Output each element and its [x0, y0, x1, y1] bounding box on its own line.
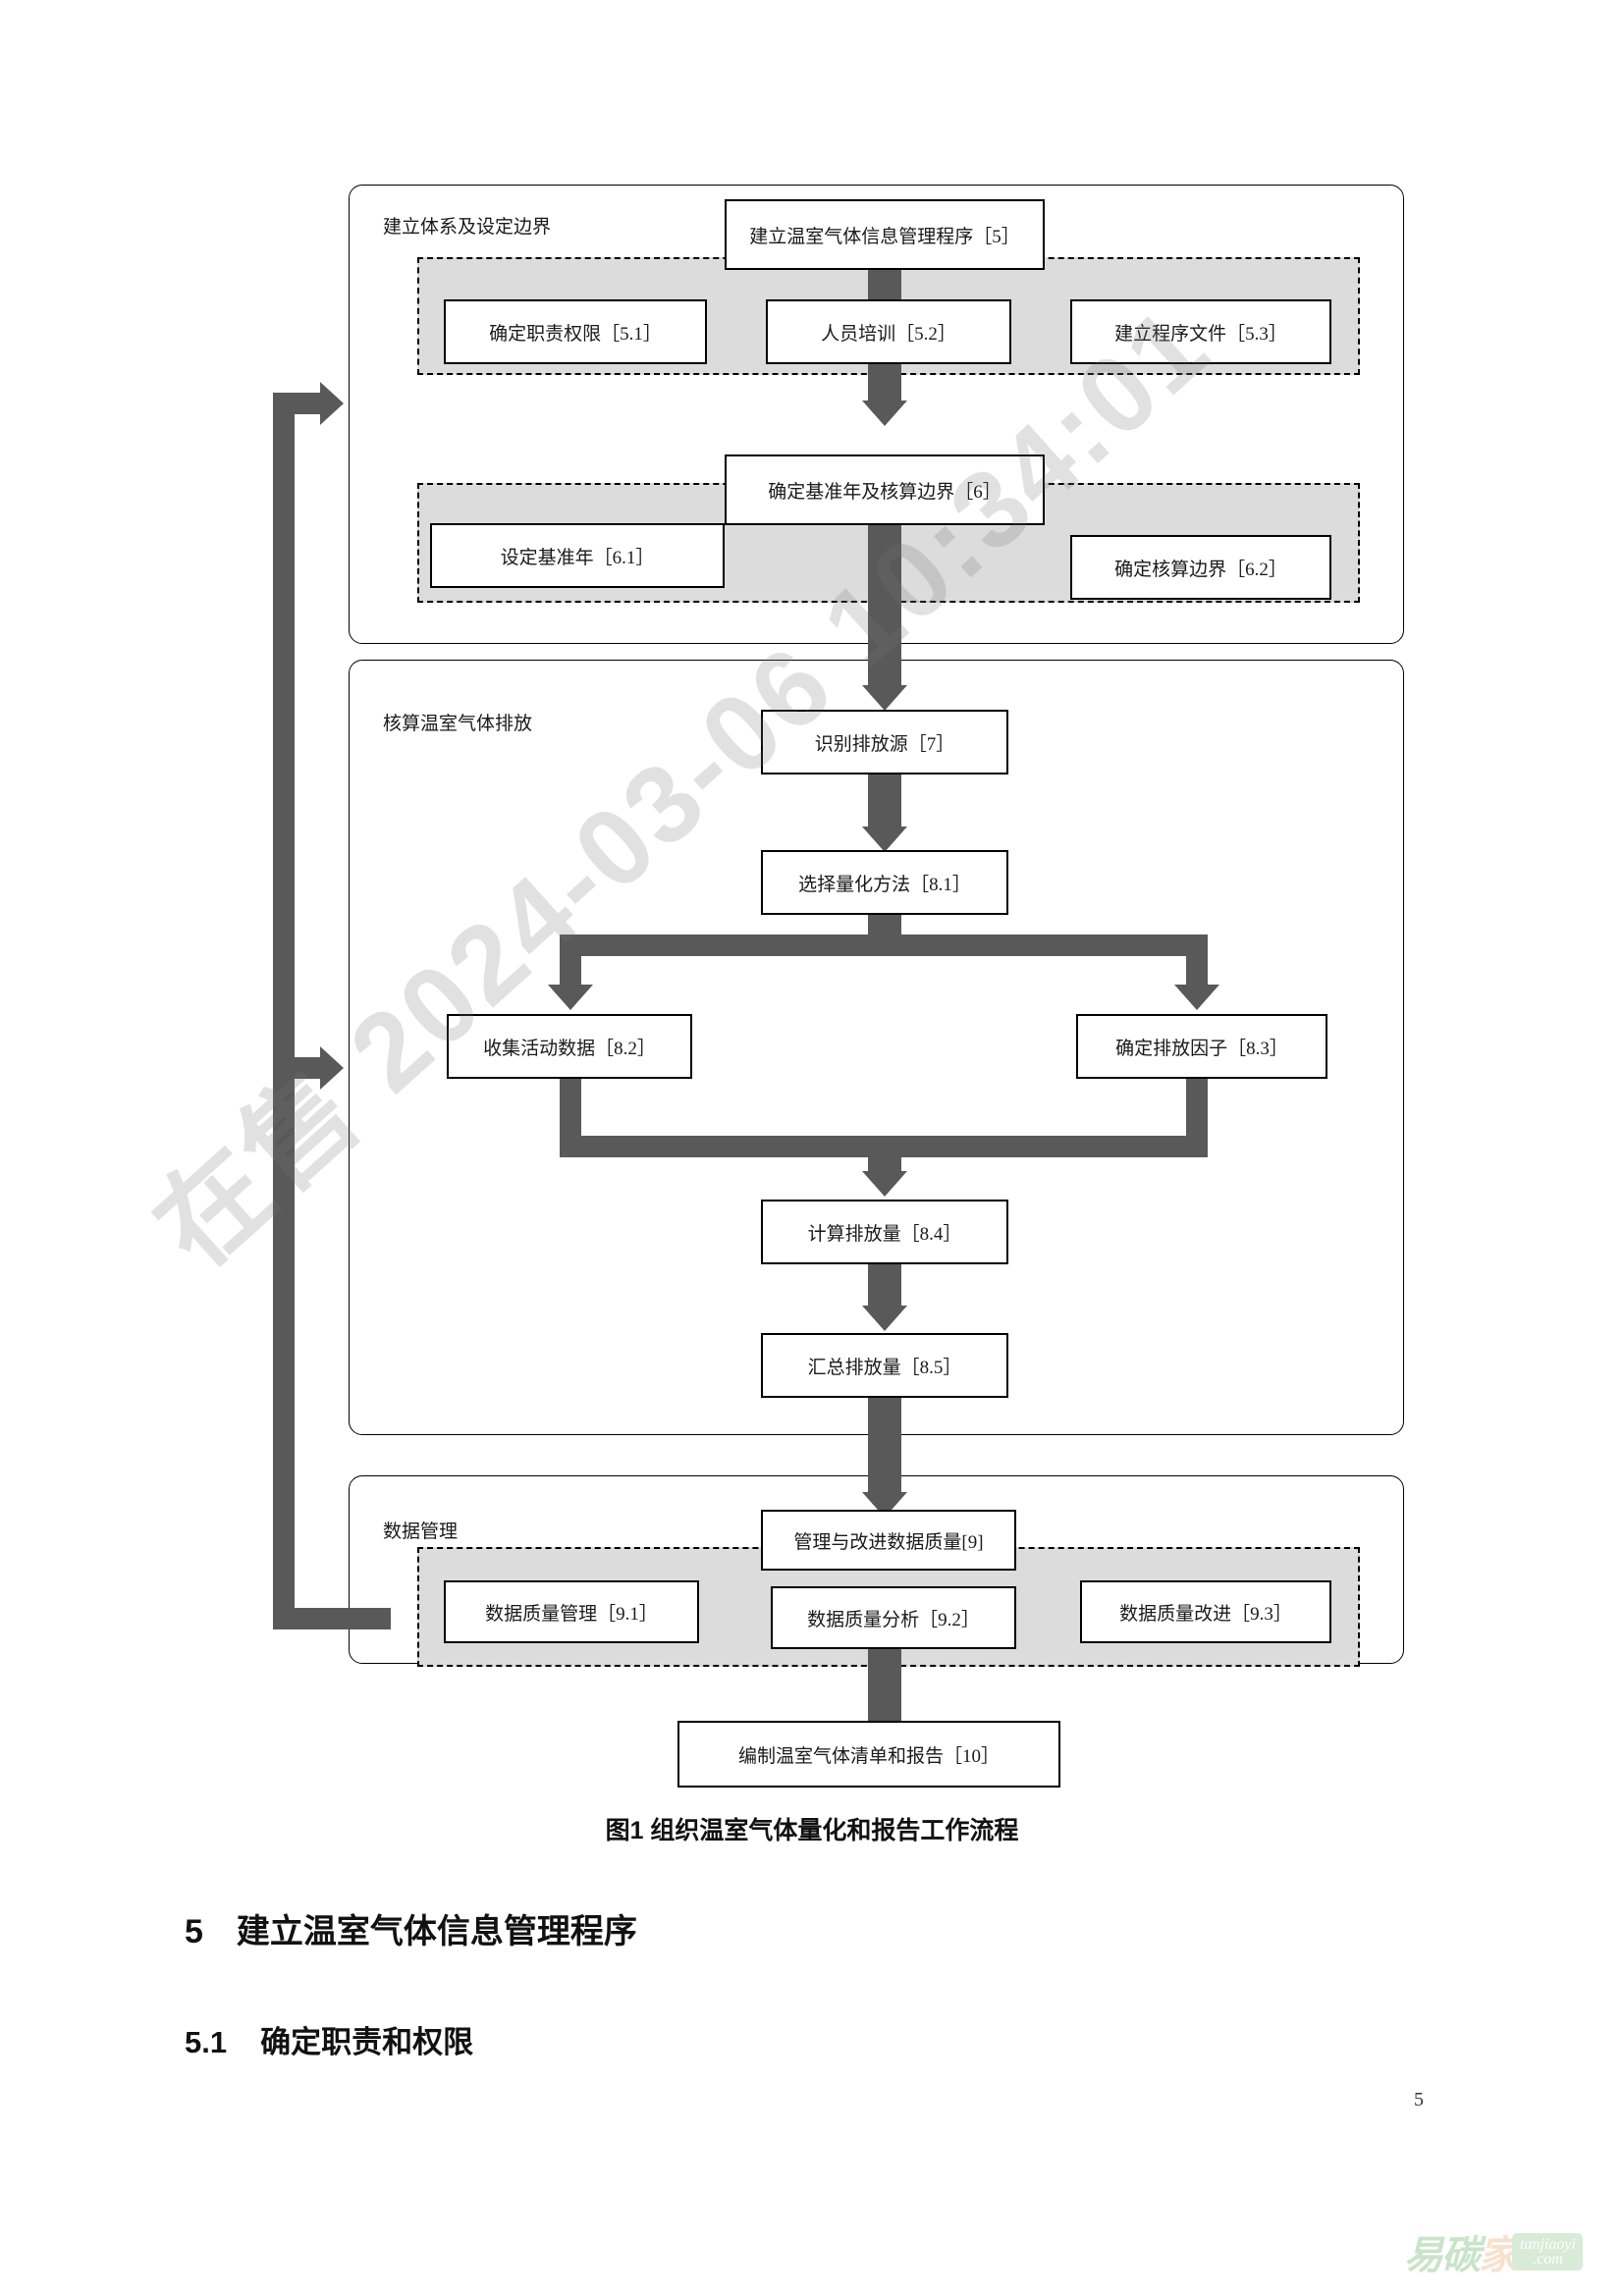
heading-section-5-number: 5	[185, 1913, 203, 1950]
arrow-fork-to-83	[1174, 985, 1219, 1010]
group-label-account-emissions: 核算温室气体排放	[383, 714, 533, 734]
shaft-81-fork-right-down	[1186, 934, 1208, 991]
feedback-loop-vertical-shaft	[273, 393, 295, 1629]
feedback-loop-bottom-shaft	[273, 1608, 391, 1629]
node-compile-ghg-inventory-report[interactable]: 编制温室气体清单和报告［10］	[677, 1721, 1060, 1788]
arrow-6-to-7	[862, 685, 907, 711]
site-logo: 易碳家 tanjiaoyi .com	[1404, 2223, 1583, 2280]
logo-domain-line2: .com	[1533, 2251, 1563, 2268]
group-label-data-management: 数据管理	[383, 1522, 459, 1542]
logo-domain-badge: tanjiaoyi .com	[1512, 2233, 1583, 2270]
node-data-quality-analysis[interactable]: 数据质量分析［9.2］	[771, 1586, 1016, 1649]
heading-section-5-1: 5.1 确定职责和权限	[185, 2017, 473, 2061]
shaft-81-fork-horizontal	[560, 934, 1208, 956]
arrow-7-to-81	[862, 827, 907, 852]
flowchart-figure: 建立体系及设定边界 建立温室气体信息管理程序［5］ 确定职责权限［5.1］ 人员…	[273, 185, 1404, 1788]
shaft-83-down	[1186, 1079, 1208, 1136]
logo-brand-part1: 易碳	[1404, 2234, 1481, 2277]
node-aggregate-emissions[interactable]: 汇总排放量［8.5］	[761, 1333, 1008, 1398]
logo-brand-text: 易碳家	[1404, 2223, 1518, 2280]
heading-section-5-title: 建立温室气体信息管理程序	[236, 1913, 637, 1950]
node-calculate-emissions[interactable]: 计算排放量［8.4］	[761, 1200, 1008, 1264]
node-collect-activity-data[interactable]: 收集活动数据［8.2］	[447, 1014, 692, 1079]
node-select-quantification-method[interactable]: 选择量化方法［8.1］	[761, 850, 1008, 915]
arrow-84-to-85	[862, 1306, 907, 1331]
heading-section-5-1-number: 5.1	[185, 2025, 228, 2059]
node-personnel-training[interactable]: 人员培训［5.2］	[766, 299, 1011, 364]
shaft-merge-to-84	[868, 1136, 901, 1177]
page-number: 5	[1414, 2089, 1424, 2110]
shaft-81-fork-left-down	[560, 934, 581, 991]
heading-section-5: 5 建立温室气体信息管理程序	[185, 1904, 637, 1952]
heading-section-5-1-title: 确定职责和权限	[260, 2025, 474, 2059]
shaft-84-to-85	[868, 1264, 901, 1311]
shaft-82-down	[560, 1079, 581, 1136]
node-define-responsibility-authority[interactable]: 确定职责权限［5.1］	[444, 299, 707, 364]
node-set-baseline-year[interactable]: 设定基准年［6.1］	[430, 523, 725, 588]
feedback-loop-arrow-mid	[320, 1046, 344, 1090]
shaft-85-to-9	[868, 1398, 901, 1498]
shaft-7-to-81	[868, 774, 901, 831]
arrow-fork-to-82	[548, 985, 593, 1010]
arrow-merge-to-84	[862, 1171, 907, 1197]
node-establish-ghg-info-mgmt-procedure[interactable]: 建立温室气体信息管理程序［5］	[725, 199, 1045, 270]
shaft-6-to-7	[868, 525, 901, 690]
node-establish-procedure-documents[interactable]: 建立程序文件［5.3］	[1070, 299, 1331, 364]
node-determine-accounting-boundary[interactable]: 确定核算边界［6.2］	[1070, 535, 1331, 600]
figure-caption: 图1 组织温室气体量化和报告工作流程	[605, 1817, 1019, 1844]
group-label-establish-system: 建立体系及设定边界	[383, 217, 552, 238]
node-identify-emission-sources[interactable]: 识别排放源［7］	[761, 710, 1008, 774]
node-manage-improve-data-quality[interactable]: 管理与改进数据质量[9]	[761, 1510, 1016, 1571]
feedback-loop-mid-shaft	[273, 1057, 322, 1079]
node-determine-emission-factors[interactable]: 确定排放因子［8.3］	[1076, 1014, 1327, 1079]
node-data-quality-improvement[interactable]: 数据质量改进［9.3］	[1080, 1580, 1331, 1643]
node-baseline-year-and-boundary[interactable]: 确定基准年及核算边界［6］	[725, 454, 1045, 525]
logo-brand-part2: 家	[1479, 2234, 1518, 2277]
feedback-loop-top-shaft	[273, 393, 322, 414]
shaft-9-to-10	[868, 1641, 901, 1730]
logo-domain-line1: tanjiaoyi	[1520, 2236, 1576, 2253]
arrow-5-to-6	[862, 400, 907, 426]
shaft-81-down	[868, 915, 901, 934]
node-data-quality-management[interactable]: 数据质量管理［9.1］	[444, 1580, 699, 1643]
feedback-loop-arrow-top	[320, 382, 344, 425]
